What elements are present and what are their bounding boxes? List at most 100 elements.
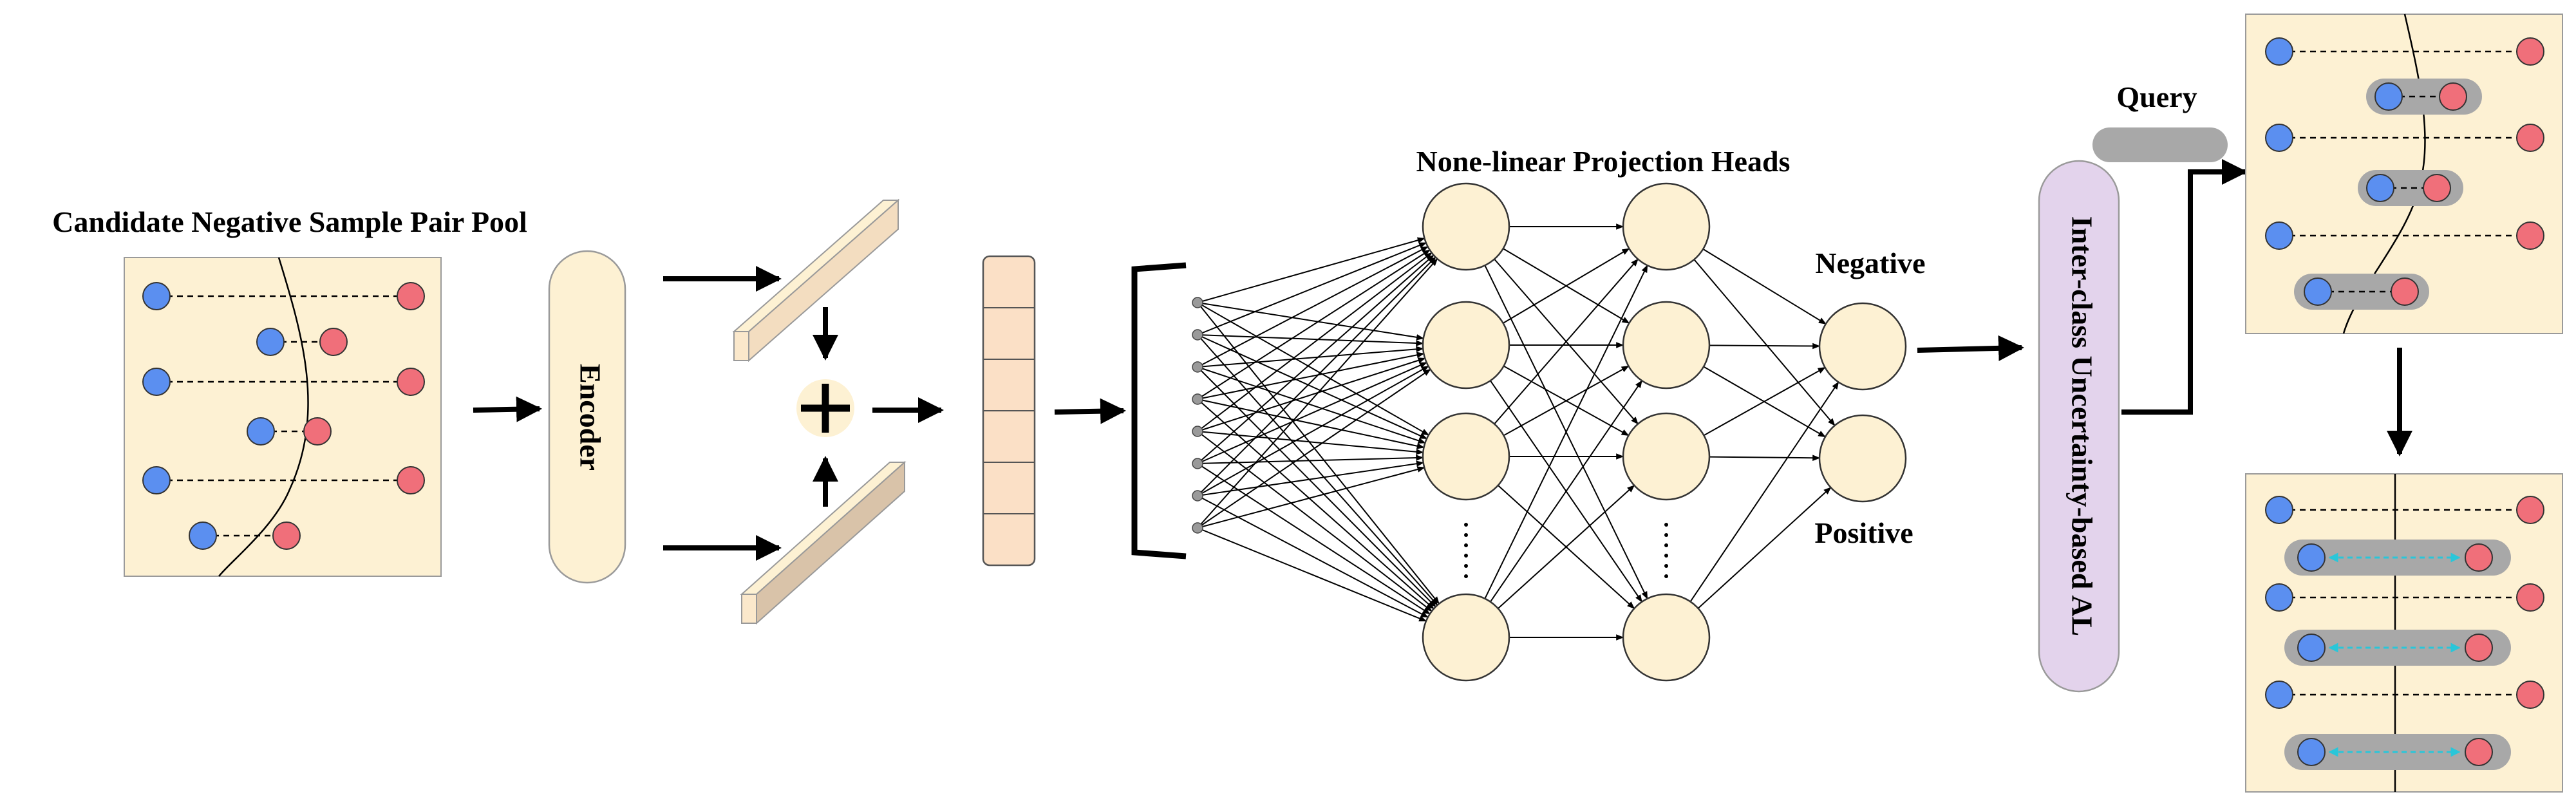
arrow-feature-to-network <box>1054 398 1126 424</box>
network-edge <box>1503 248 1630 324</box>
red-sample <box>2465 738 2493 766</box>
network-edge <box>1490 380 1642 603</box>
input-node <box>1192 361 1203 373</box>
selected-pair <box>2358 170 2463 206</box>
sum-operator <box>796 379 854 437</box>
red-sample <box>2516 221 2544 250</box>
encoder-block: Encoder <box>548 250 626 584</box>
pushed-pair <box>2284 734 2511 770</box>
pair-row <box>142 368 425 396</box>
pair-row <box>2265 681 2544 709</box>
network-edge <box>1197 431 1424 455</box>
network-edge <box>1197 346 1424 368</box>
query-pill <box>2092 127 2228 162</box>
input-node <box>1192 490 1203 502</box>
network-edge <box>1197 399 1434 610</box>
ellipsis-dot <box>1664 533 1668 537</box>
red-sample <box>303 417 332 446</box>
pair-row <box>142 466 425 494</box>
input-node <box>1192 393 1203 405</box>
projection-network <box>1192 182 1907 682</box>
pool-title: Candidate Negative Sample Pair Pool <box>52 205 527 238</box>
hidden1-node <box>1422 182 1510 271</box>
network-edge <box>1693 259 1836 426</box>
network-edge <box>1197 302 1429 436</box>
ellipsis-dot <box>1464 533 1468 537</box>
network-edge <box>1197 256 1436 496</box>
input-node <box>1192 426 1203 437</box>
blue-sample <box>189 521 217 550</box>
network-edge <box>1197 254 1434 464</box>
red-sample <box>2516 681 2544 709</box>
blue-sample <box>2366 174 2394 202</box>
network-edge <box>1197 463 1431 615</box>
blue-sample <box>2265 496 2293 524</box>
selected-pair <box>2366 79 2482 115</box>
red-sample <box>397 282 425 310</box>
hidden1-node <box>1422 301 1510 390</box>
network-edge <box>1197 460 1424 496</box>
al-module-label: Inter-class Uncertainty-based AL <box>2065 216 2098 636</box>
blue-sample <box>142 466 171 494</box>
query-panel <box>2245 14 2563 334</box>
ellipsis-dot <box>1464 523 1468 527</box>
red-sample <box>2516 37 2544 66</box>
network-edge <box>1197 258 1438 529</box>
blue-sample <box>142 368 171 396</box>
blue-sample <box>2297 738 2326 766</box>
network-edge <box>1702 249 1827 324</box>
pair-row <box>256 328 348 356</box>
hidden1-node <box>1422 412 1510 501</box>
pushed-pair <box>2284 630 2511 666</box>
red-sample <box>272 521 301 550</box>
arrow-network-to-al <box>1917 335 2024 361</box>
input-node <box>1192 297 1203 308</box>
blue-sample <box>142 282 171 310</box>
network-edge <box>1197 252 1433 432</box>
negative-label: Negative <box>1815 247 1925 279</box>
network-edge <box>1197 495 1429 618</box>
ellipsis-dot <box>1664 523 1668 527</box>
red-sample <box>2516 496 2544 524</box>
network-edge <box>1503 365 1630 437</box>
updated-panel <box>2245 473 2563 793</box>
pair-row <box>247 417 332 446</box>
embedding-bar-bottom <box>740 460 907 625</box>
input-node <box>1192 458 1203 469</box>
network-edge <box>1197 431 1433 612</box>
red-sample <box>319 328 348 356</box>
ellipsis-dot <box>1664 543 1668 547</box>
hidden2-node <box>1622 182 1711 271</box>
al-module: Inter-class Uncertainty-based AL <box>2038 160 2120 693</box>
network-edge <box>1197 362 1427 464</box>
ellipsis-dot <box>1464 543 1468 547</box>
ellipsis-dot <box>1664 564 1668 568</box>
network-edge <box>1197 366 1426 444</box>
red-sample <box>2465 543 2493 572</box>
network-edge <box>1197 249 1431 400</box>
network-edge <box>1197 334 1424 346</box>
red-sample <box>397 466 425 494</box>
network-edge <box>1197 242 1427 335</box>
network-edge <box>1494 258 1639 425</box>
pair-row <box>2265 221 2544 250</box>
network-edge <box>1197 334 1428 440</box>
blue-sample <box>2265 583 2293 612</box>
network-edge <box>1197 365 1429 496</box>
ellipsis-dot <box>1464 574 1468 578</box>
hidden1-node <box>1422 593 1510 682</box>
blue-sample <box>2265 124 2293 152</box>
hidden2-node <box>1622 301 1711 390</box>
candidate-pool-panel <box>124 257 442 577</box>
hidden2-node <box>1622 593 1711 682</box>
arrow-pool-to-encoder <box>473 396 542 422</box>
network-edge <box>1197 455 1424 464</box>
input-bracket <box>1131 262 1187 559</box>
ellipsis-dot <box>1664 554 1668 558</box>
ellipsis-dot <box>1664 574 1668 578</box>
red-sample <box>2516 124 2544 152</box>
blue-sample <box>2265 681 2293 709</box>
blue-sample <box>2265 37 2293 66</box>
ellipsis-dot <box>1464 564 1468 568</box>
pair-row <box>2265 37 2544 66</box>
